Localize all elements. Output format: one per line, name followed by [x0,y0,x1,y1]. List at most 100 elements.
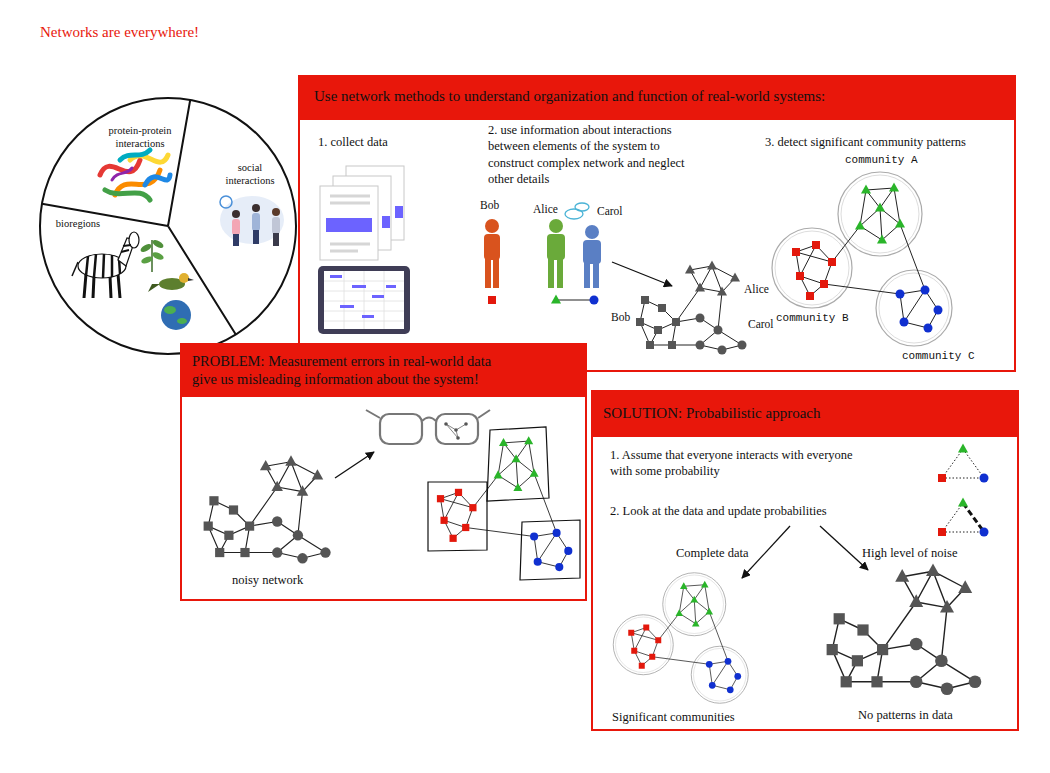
person-figure [549,219,563,233]
partition-outline [428,427,580,580]
panel-heading: PROBLEM: Measurement errors in real-worl… [192,352,507,388]
earth [161,300,191,330]
community-network [895,219,905,228]
probability-icon [958,444,968,453]
partition-outline [520,520,580,580]
sector-label: bioregions [48,218,108,231]
probability-icon [963,503,984,532]
person-figure [484,234,500,260]
protein-structure [120,150,150,160]
bird [148,273,194,292]
community-network [921,286,930,295]
glasses [366,410,490,444]
probability-icon [938,498,989,537]
social-picture [220,196,232,208]
glasses [380,414,422,444]
gray-network [738,341,747,350]
glasses [464,422,468,426]
gray-network [714,326,723,335]
glasses [444,422,448,426]
branch-label: High level of noise [862,545,1002,561]
zebra [72,262,78,276]
zebra [121,245,131,252]
step-text: 1. collect data [318,134,448,150]
gray-network [654,326,662,334]
bird [188,278,194,281]
sector-label: protein-protein interactions [101,125,179,150]
step-text: 3. detect significant community patterns [765,134,1010,150]
person-figure [583,240,601,264]
community-circle [772,172,952,346]
zebra [86,254,120,278]
problem-panel: PROBLEM: Measurement errors in real-worl… [180,343,587,601]
community-network [889,183,899,192]
tablet-icon [318,266,410,334]
protein-structure [112,168,132,180]
community-network [792,248,800,256]
community-circle [876,270,952,346]
gray-network [717,287,727,296]
plant [139,242,152,253]
community-network [806,292,814,300]
partition-outline [487,427,549,501]
bird [179,273,189,283]
community-network [792,241,836,300]
person-figure [485,219,499,233]
community-network [861,185,871,194]
tablet-icon [324,271,404,329]
person-figure [485,258,491,288]
person-figure [493,258,499,288]
probability-icon [938,474,946,482]
gray-network [730,273,740,282]
community-network [796,188,938,328]
community-network [896,286,943,333]
branch-label: Complete data [676,545,776,561]
person-figure [557,258,563,288]
node-symbols [488,296,496,304]
social-picture [273,233,279,246]
step-text: 2. use information about interactions be… [488,122,703,187]
plant [139,238,164,272]
panel-illustration [318,166,952,355]
community-network [828,258,836,266]
glasses [436,414,478,444]
community-network [900,318,909,327]
person-figure [593,262,599,288]
tablet-icon [330,275,396,318]
panel-illustration [204,410,580,580]
step-text: 1. Assume that everyone interacts with e… [610,447,865,480]
person-figure [584,262,590,288]
document-icon [320,186,378,260]
gray-network [718,346,727,355]
sector-divider [42,100,236,335]
community-network [934,306,943,315]
earth [177,318,187,324]
gray-network [640,266,742,350]
bird [148,284,160,292]
gray-network [641,296,649,304]
earth [161,300,191,330]
node-symbols [590,296,599,305]
community-circle [879,273,949,343]
arrow [820,526,868,570]
social-picture [252,204,260,212]
community-network [792,183,943,333]
person-figure [575,203,589,211]
community-network [896,290,905,299]
plant [151,240,153,272]
community-network [855,183,905,244]
community-network [924,324,933,333]
glasses [446,424,466,438]
community-circle [772,228,852,308]
sector-label: social interactions [219,162,281,187]
panel-heading: SOLUTION: Probabilistic approach [603,404,1003,423]
gray-network [672,318,680,326]
protein-structure [100,150,170,200]
document-icon [326,218,372,232]
social-picture [220,196,284,246]
document-icon [320,166,404,260]
zebra [72,232,139,298]
panel-heading: Use network methods to understand organi… [314,87,1004,106]
node-symbols [488,295,599,305]
